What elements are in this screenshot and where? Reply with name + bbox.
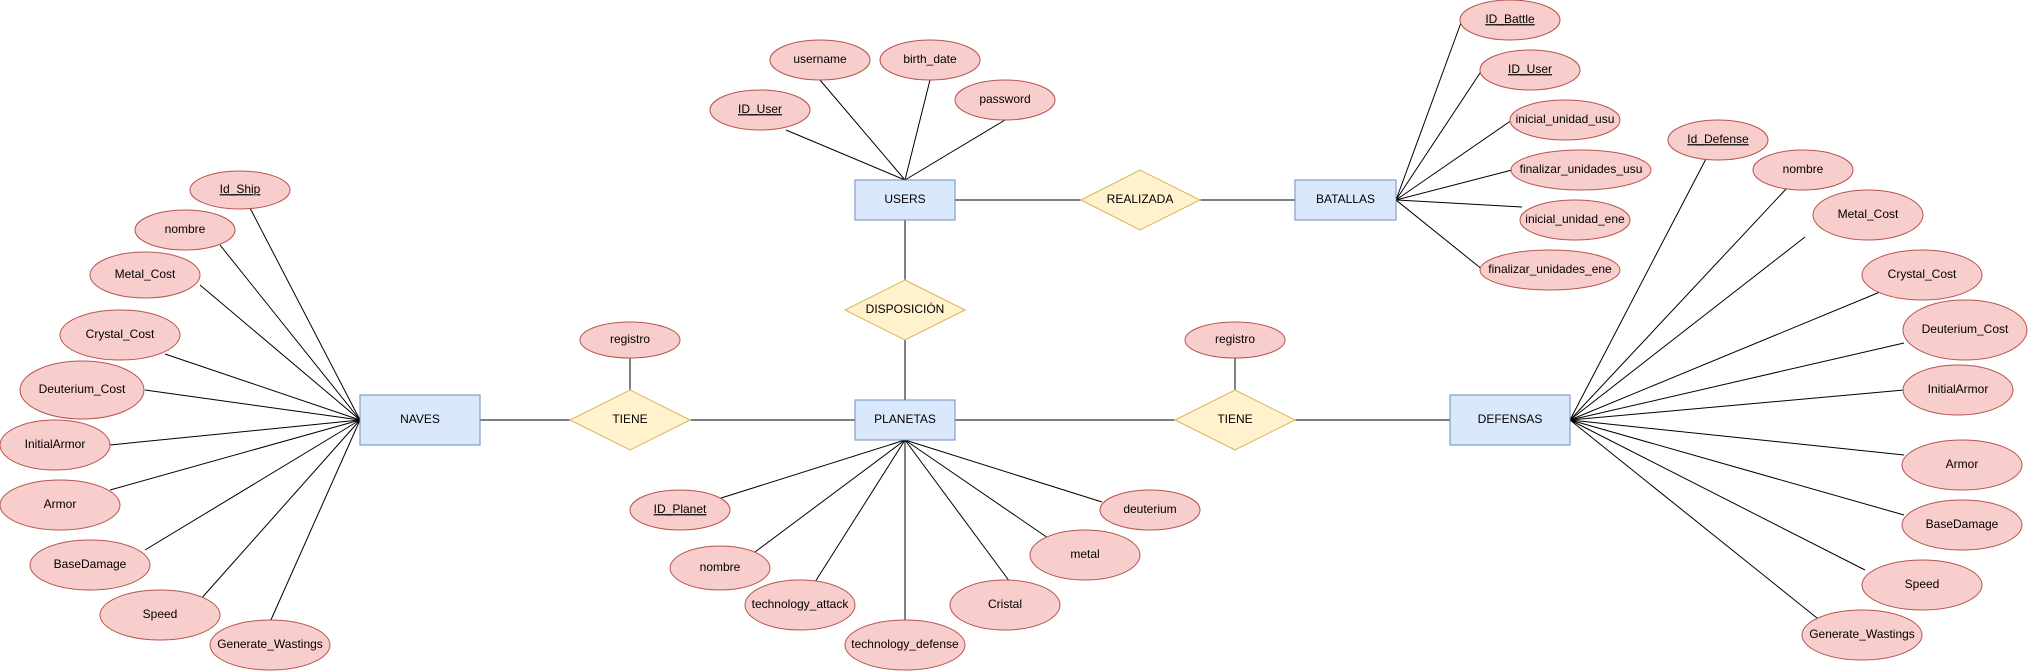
attribute-defensas-metal-cost[interactable]: Metal_Cost	[1812, 189, 1924, 241]
attribute-planetas-id-planet[interactable]: ID_Planet	[629, 489, 731, 531]
attribute-naves-speed[interactable]: Speed	[99, 589, 221, 641]
attribute-planetas-deuterium-label: deuterium	[1123, 502, 1176, 516]
attribute-tiene-naves-registro[interactable]: registro	[579, 321, 681, 359]
attribute-batallas-inicial-unidad-ene[interactable]: inicial_unidad_ene	[1519, 199, 1631, 241]
attribute-defensas-metal-cost-label: Metal_Cost	[1838, 207, 1899, 221]
attribute-defensas-crystal-cost-label: Crystal_Cost	[1888, 267, 1957, 281]
attribute-batallas-finalizar-unidades-ene[interactable]: finalizar_unidades_ene	[1479, 249, 1621, 291]
attribute-users-id-user-label: ID_User	[738, 102, 782, 116]
entity-users-label: USERS	[884, 192, 925, 206]
attribute-batallas-finalizar-unidades-ene-label: finalizar_unidades_ene	[1488, 262, 1612, 276]
relationship-tiene-naves-label: TIENE	[612, 412, 647, 426]
attribute-naves-nombre-label: nombre	[165, 222, 206, 236]
relationship-tiene-naves[interactable]: TIENE	[568, 389, 692, 451]
entity-planetas[interactable]: PLANETAS	[854, 399, 956, 441]
entity-planetas-label: PLANETAS	[874, 412, 936, 426]
attribute-naves-generate-wastings[interactable]: Generate_Wastings	[209, 619, 331, 671]
attribute-tiene-naves-registro-label: registro	[610, 332, 650, 346]
attribute-users-birth-date-label: birth_date	[903, 52, 957, 66]
attribute-tiene-defensas-registro-label: registro	[1215, 332, 1255, 346]
attribute-naves-deuterium-cost[interactable]: Deuterium_Cost	[19, 360, 145, 420]
attribute-planetas-technology-defense-label: technology_defense	[851, 637, 959, 651]
attribute-naves-base-damage[interactable]: BaseDamage	[29, 539, 151, 591]
relationship-tiene-defensas-label: TIENE	[1217, 412, 1252, 426]
attribute-naves-id-ship-label: Id_Ship	[220, 182, 261, 196]
attribute-batallas-id-battle[interactable]: ID_Battle	[1459, 0, 1561, 41]
attribute-defensas-id-defense-label: Id_Defense	[1687, 132, 1749, 146]
attribute-naves-deuterium-cost-label: Deuterium_Cost	[39, 382, 126, 396]
entity-users[interactable]: USERS	[854, 179, 956, 221]
attribute-defensas-base-damage-label: BaseDamage	[1926, 517, 1999, 531]
relationship-realizada[interactable]: REALIZADA	[1079, 169, 1202, 231]
attribute-batallas-id-user-label: ID_User	[1508, 62, 1552, 76]
attribute-naves-armor-label: Armor	[44, 497, 77, 511]
attribute-defensas-generate-wastings-label: Generate_Wastings	[1809, 627, 1915, 641]
attribute-defensas-base-damage[interactable]: BaseDamage	[1901, 499, 2023, 551]
attribute-defensas-speed-label: Speed	[1905, 577, 1940, 591]
attribute-defensas-initial-armor-label: InitialArmor	[1928, 382, 1989, 396]
entity-defensas[interactable]: DEFENSAS	[1449, 394, 1571, 446]
attribute-naves-initial-armor[interactable]: InitialArmor	[0, 419, 111, 471]
attribute-naves-speed-label: Speed	[143, 607, 178, 621]
attribute-users-id-user[interactable]: ID_User	[709, 89, 811, 131]
attribute-naves-crystal-cost[interactable]: Crystal_Cost	[59, 309, 181, 361]
attribute-planetas-technology-defense[interactable]: technology_defense	[844, 619, 966, 671]
attribute-naves-metal-cost-label: Metal_Cost	[115, 267, 176, 281]
attribute-batallas-id-battle-label: ID_Battle	[1485, 12, 1535, 26]
attribute-planetas-id-planet-label: ID_Planet	[654, 502, 707, 516]
attribute-planetas-cristal-label: Cristal	[988, 597, 1022, 611]
attribute-planetas-metal-label: metal	[1070, 547, 1099, 561]
attribute-users-password[interactable]: password	[954, 79, 1056, 121]
attribute-defensas-crystal-cost[interactable]: Crystal_Cost	[1861, 249, 1983, 301]
relationship-disposicion-label: DISPOSICIÓN	[866, 301, 945, 316]
attribute-planetas-metal[interactable]: metal	[1029, 529, 1141, 581]
relationship-tiene-defensas[interactable]: TIENE	[1173, 389, 1297, 451]
attribute-naves-nombre[interactable]: nombre	[134, 209, 236, 251]
attribute-batallas-inicial-unidad-usu[interactable]: inicial_unidad_usu	[1509, 99, 1621, 141]
attribute-naves-armor[interactable]: Armor	[0, 479, 121, 531]
attribute-batallas-id-user[interactable]: ID_User	[1479, 49, 1581, 91]
attribute-planetas-technology-attack[interactable]: technology_attack	[744, 579, 856, 631]
attribute-defensas-nombre-label: nombre	[1783, 162, 1824, 176]
attribute-defensas-armor-label: Armor	[1946, 457, 1979, 471]
attribute-naves-metal-cost[interactable]: Metal_Cost	[89, 251, 201, 299]
attribute-planetas-nombre-label: nombre	[700, 560, 741, 574]
entity-batallas[interactable]: BATALLAS	[1294, 179, 1397, 221]
attribute-planetas-cristal[interactable]: Cristal	[949, 579, 1061, 631]
entity-defensas-label: DEFENSAS	[1478, 412, 1543, 426]
attribute-defensas-deuterium-cost[interactable]: Deuterium_Cost	[1902, 299, 2028, 361]
attribute-planetas-deuterium[interactable]: deuterium	[1099, 489, 1201, 531]
attribute-users-password-label: password	[979, 92, 1030, 106]
entity-naves-label: NAVES	[400, 412, 440, 426]
attribute-users-birth-date[interactable]: birth_date	[879, 39, 981, 81]
attribute-batallas-inicial-unidad-ene-label: inicial_unidad_ene	[1525, 212, 1625, 226]
attribute-naves-id-ship[interactable]: Id_Ship	[189, 170, 291, 210]
connector-lines	[109, 19, 1905, 625]
attribute-defensas-deuterium-cost-label: Deuterium_Cost	[1922, 322, 2009, 336]
attribute-defensas-speed[interactable]: Speed	[1861, 559, 1983, 611]
attribute-tiene-defensas-registro[interactable]: registro	[1184, 321, 1286, 359]
attribute-defensas-nombre[interactable]: nombre	[1752, 149, 1854, 191]
attribute-planetas-technology-attack-label: technology_attack	[752, 597, 850, 611]
attribute-defensas-armor[interactable]: Armor	[1901, 439, 2023, 491]
entity-batallas-label: BATALLAS	[1316, 192, 1375, 206]
attribute-naves-generate-wastings-label: Generate_Wastings	[217, 637, 323, 651]
entity-naves[interactable]: NAVES	[359, 394, 481, 446]
attribute-users-username-label: username	[793, 52, 847, 66]
attribute-planetas-nombre[interactable]: nombre	[669, 545, 771, 591]
attribute-batallas-inicial-unidad-usu-label: inicial_unidad_usu	[1516, 112, 1615, 126]
attribute-defensas-id-defense[interactable]: Id_Defense	[1667, 119, 1769, 161]
attribute-defensas-generate-wastings[interactable]: Generate_Wastings	[1801, 609, 1923, 661]
attribute-defensas-initial-armor[interactable]: InitialArmor	[1902, 364, 2014, 416]
attribute-batallas-finalizar-unidades-usu[interactable]: finalizar_unidades_usu	[1510, 149, 1652, 191]
relationship-disposicion[interactable]: DISPOSICIÓN	[843, 279, 967, 341]
relationship-realizada-label: REALIZADA	[1107, 192, 1174, 206]
attribute-naves-initial-armor-label: InitialArmor	[25, 437, 86, 451]
attribute-naves-crystal-cost-label: Crystal_Cost	[86, 327, 155, 341]
attribute-batallas-finalizar-unidades-usu-label: finalizar_unidades_usu	[1520, 162, 1643, 176]
attribute-users-username[interactable]: username	[769, 39, 871, 81]
attribute-naves-base-damage-label: BaseDamage	[54, 557, 127, 571]
